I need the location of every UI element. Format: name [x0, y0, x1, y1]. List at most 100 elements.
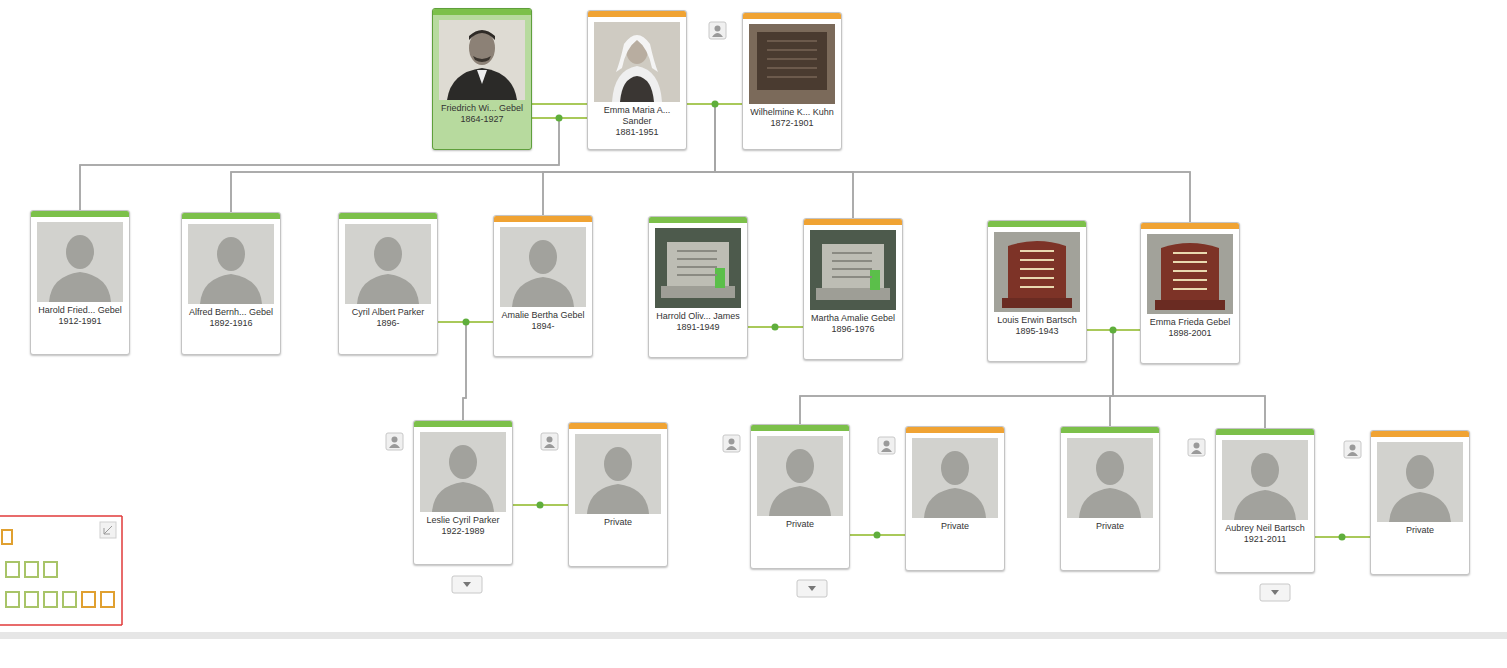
life-dates: 1921-2011: [1220, 534, 1310, 545]
descent-line: [438, 322, 466, 420]
person-photo: [912, 438, 998, 518]
person-name: Private: [1375, 525, 1465, 536]
person-card: Private: [568, 422, 668, 567]
person-card: Cyril Albert Parker1896-: [338, 212, 438, 355]
life-dates: 1894-: [498, 321, 588, 332]
person-card: Alfred Bernh... Gebel1892-1916: [181, 212, 281, 355]
gender-bar: [988, 221, 1086, 227]
spouse-dot: [874, 532, 881, 539]
person-photo: [500, 227, 586, 307]
gender-bar: [494, 216, 592, 222]
person-name: Private: [910, 521, 1000, 532]
spouse-dot: [1110, 327, 1117, 334]
person-photo: [420, 432, 506, 512]
person-text: Emma Frieda Gebel1898-2001: [1141, 314, 1239, 344]
gender-bar: [804, 219, 902, 225]
life-dates: 1896-: [343, 318, 433, 329]
spouse-dot: [463, 319, 470, 326]
person-name: Wilhelmine K... Kuhn: [747, 107, 837, 118]
descent-line: [715, 104, 1190, 222]
life-dates: 1912-1991: [35, 316, 125, 327]
spouse-dot: [1339, 534, 1346, 541]
gender-bar: [751, 425, 849, 431]
person-name: Emma Frieda Gebel: [1145, 317, 1235, 328]
person-photo: [594, 22, 680, 102]
gender-bar: [1216, 429, 1314, 435]
spouse-lines: [438, 101, 1370, 541]
gender-bar: [588, 11, 686, 17]
life-dates: 1864-1927: [437, 114, 527, 125]
descent-line: [543, 104, 742, 215]
life-dates: 1922-1989: [418, 526, 508, 537]
life-dates: 1896-1976: [808, 324, 898, 335]
person-text: Private: [569, 514, 667, 533]
person-text: Harrold Oliv... James1891-1949: [649, 308, 747, 338]
person-photo: [1067, 438, 1153, 518]
person-text: Aubrey Neil Bartsch1921-2011: [1216, 520, 1314, 550]
person-card: Private: [1370, 430, 1470, 575]
gender-bar: [1061, 427, 1159, 433]
person-photo: [575, 434, 661, 514]
person-icons: [386, 22, 1361, 458]
person-photo: [345, 224, 431, 304]
descent-line: [231, 104, 715, 212]
person-name: Alfred Bernh... Gebel: [186, 307, 276, 318]
person-name: Harrold Oliv... James: [653, 311, 743, 322]
descent-line: [1087, 330, 1113, 426]
person-name: Aubrey Neil Bartsch: [1220, 523, 1310, 534]
spouse-dot: [772, 324, 779, 331]
gender-bar: [31, 211, 129, 217]
descent-line: [532, 104, 853, 218]
gender-bar: [569, 423, 667, 429]
descent-line: [1110, 330, 1140, 426]
person-name: Private: [1065, 521, 1155, 532]
person-name: Cyril Albert Parker: [343, 307, 433, 318]
person-text: Louis Erwin Bartsch1895-1943: [988, 312, 1086, 342]
life-dates: 1898-2001: [1145, 328, 1235, 339]
person-photo: [655, 228, 741, 308]
person-card: Amalie Bertha Gebel1894-: [493, 215, 593, 357]
person-name: Private: [755, 519, 845, 530]
person-card: Louis Erwin Bartsch1895-1943: [987, 220, 1087, 362]
person-card: Private: [905, 426, 1005, 571]
person-text: Private: [1061, 518, 1159, 537]
gender-bar: [1371, 431, 1469, 437]
person-text: Amalie Bertha Gebel1894-: [494, 307, 592, 337]
gender-bar: [433, 9, 531, 15]
descent-line: [463, 322, 493, 420]
person-name: Harold Fried... Gebel: [35, 305, 125, 316]
gender-bar: [743, 13, 841, 19]
person-card: Wilhelmine K... Kuhn1872-1901: [742, 12, 842, 150]
life-dates: 1872-1901: [747, 118, 837, 129]
descent-line: [532, 104, 1190, 222]
person-name: Emma Maria A... Sander: [592, 105, 682, 127]
person-card: Private: [1060, 426, 1160, 571]
descent-line: [532, 104, 715, 215]
person-text: Private: [751, 516, 849, 535]
bottom-bar: [0, 632, 1507, 639]
person-photo: [994, 232, 1080, 312]
person-name: Martha Amalie Gebel: [808, 313, 898, 324]
person-photo: [749, 24, 835, 104]
gender-bar: [182, 213, 280, 219]
person-name: Louis Erwin Bartsch: [992, 315, 1082, 326]
person-photo: [1377, 442, 1463, 522]
gender-bar: [339, 213, 437, 219]
life-dates: 1881-1951: [592, 127, 682, 138]
descent-lines: [80, 104, 1265, 428]
person-text: Friedrich Wi... Gebel1864-1927: [433, 100, 531, 130]
life-dates: 1892-1916: [186, 318, 276, 329]
person-text: Harold Fried... Gebel1912-1991: [31, 302, 129, 332]
person-text: Cyril Albert Parker1896-: [339, 304, 437, 334]
person-card: Martha Amalie Gebel1896-1976: [803, 218, 903, 360]
person-name: Friedrich Wi... Gebel: [437, 103, 527, 114]
person-card: Friedrich Wi... Gebel1864-1927: [432, 8, 532, 150]
person-photo: [188, 224, 274, 304]
person-card: Harold Fried... Gebel1912-1991: [30, 210, 130, 355]
gender-bar: [649, 217, 747, 223]
gender-bar: [1141, 223, 1239, 229]
person-text: Private: [1371, 522, 1469, 541]
person-text: Private: [906, 518, 1004, 537]
person-name: Private: [573, 517, 663, 528]
